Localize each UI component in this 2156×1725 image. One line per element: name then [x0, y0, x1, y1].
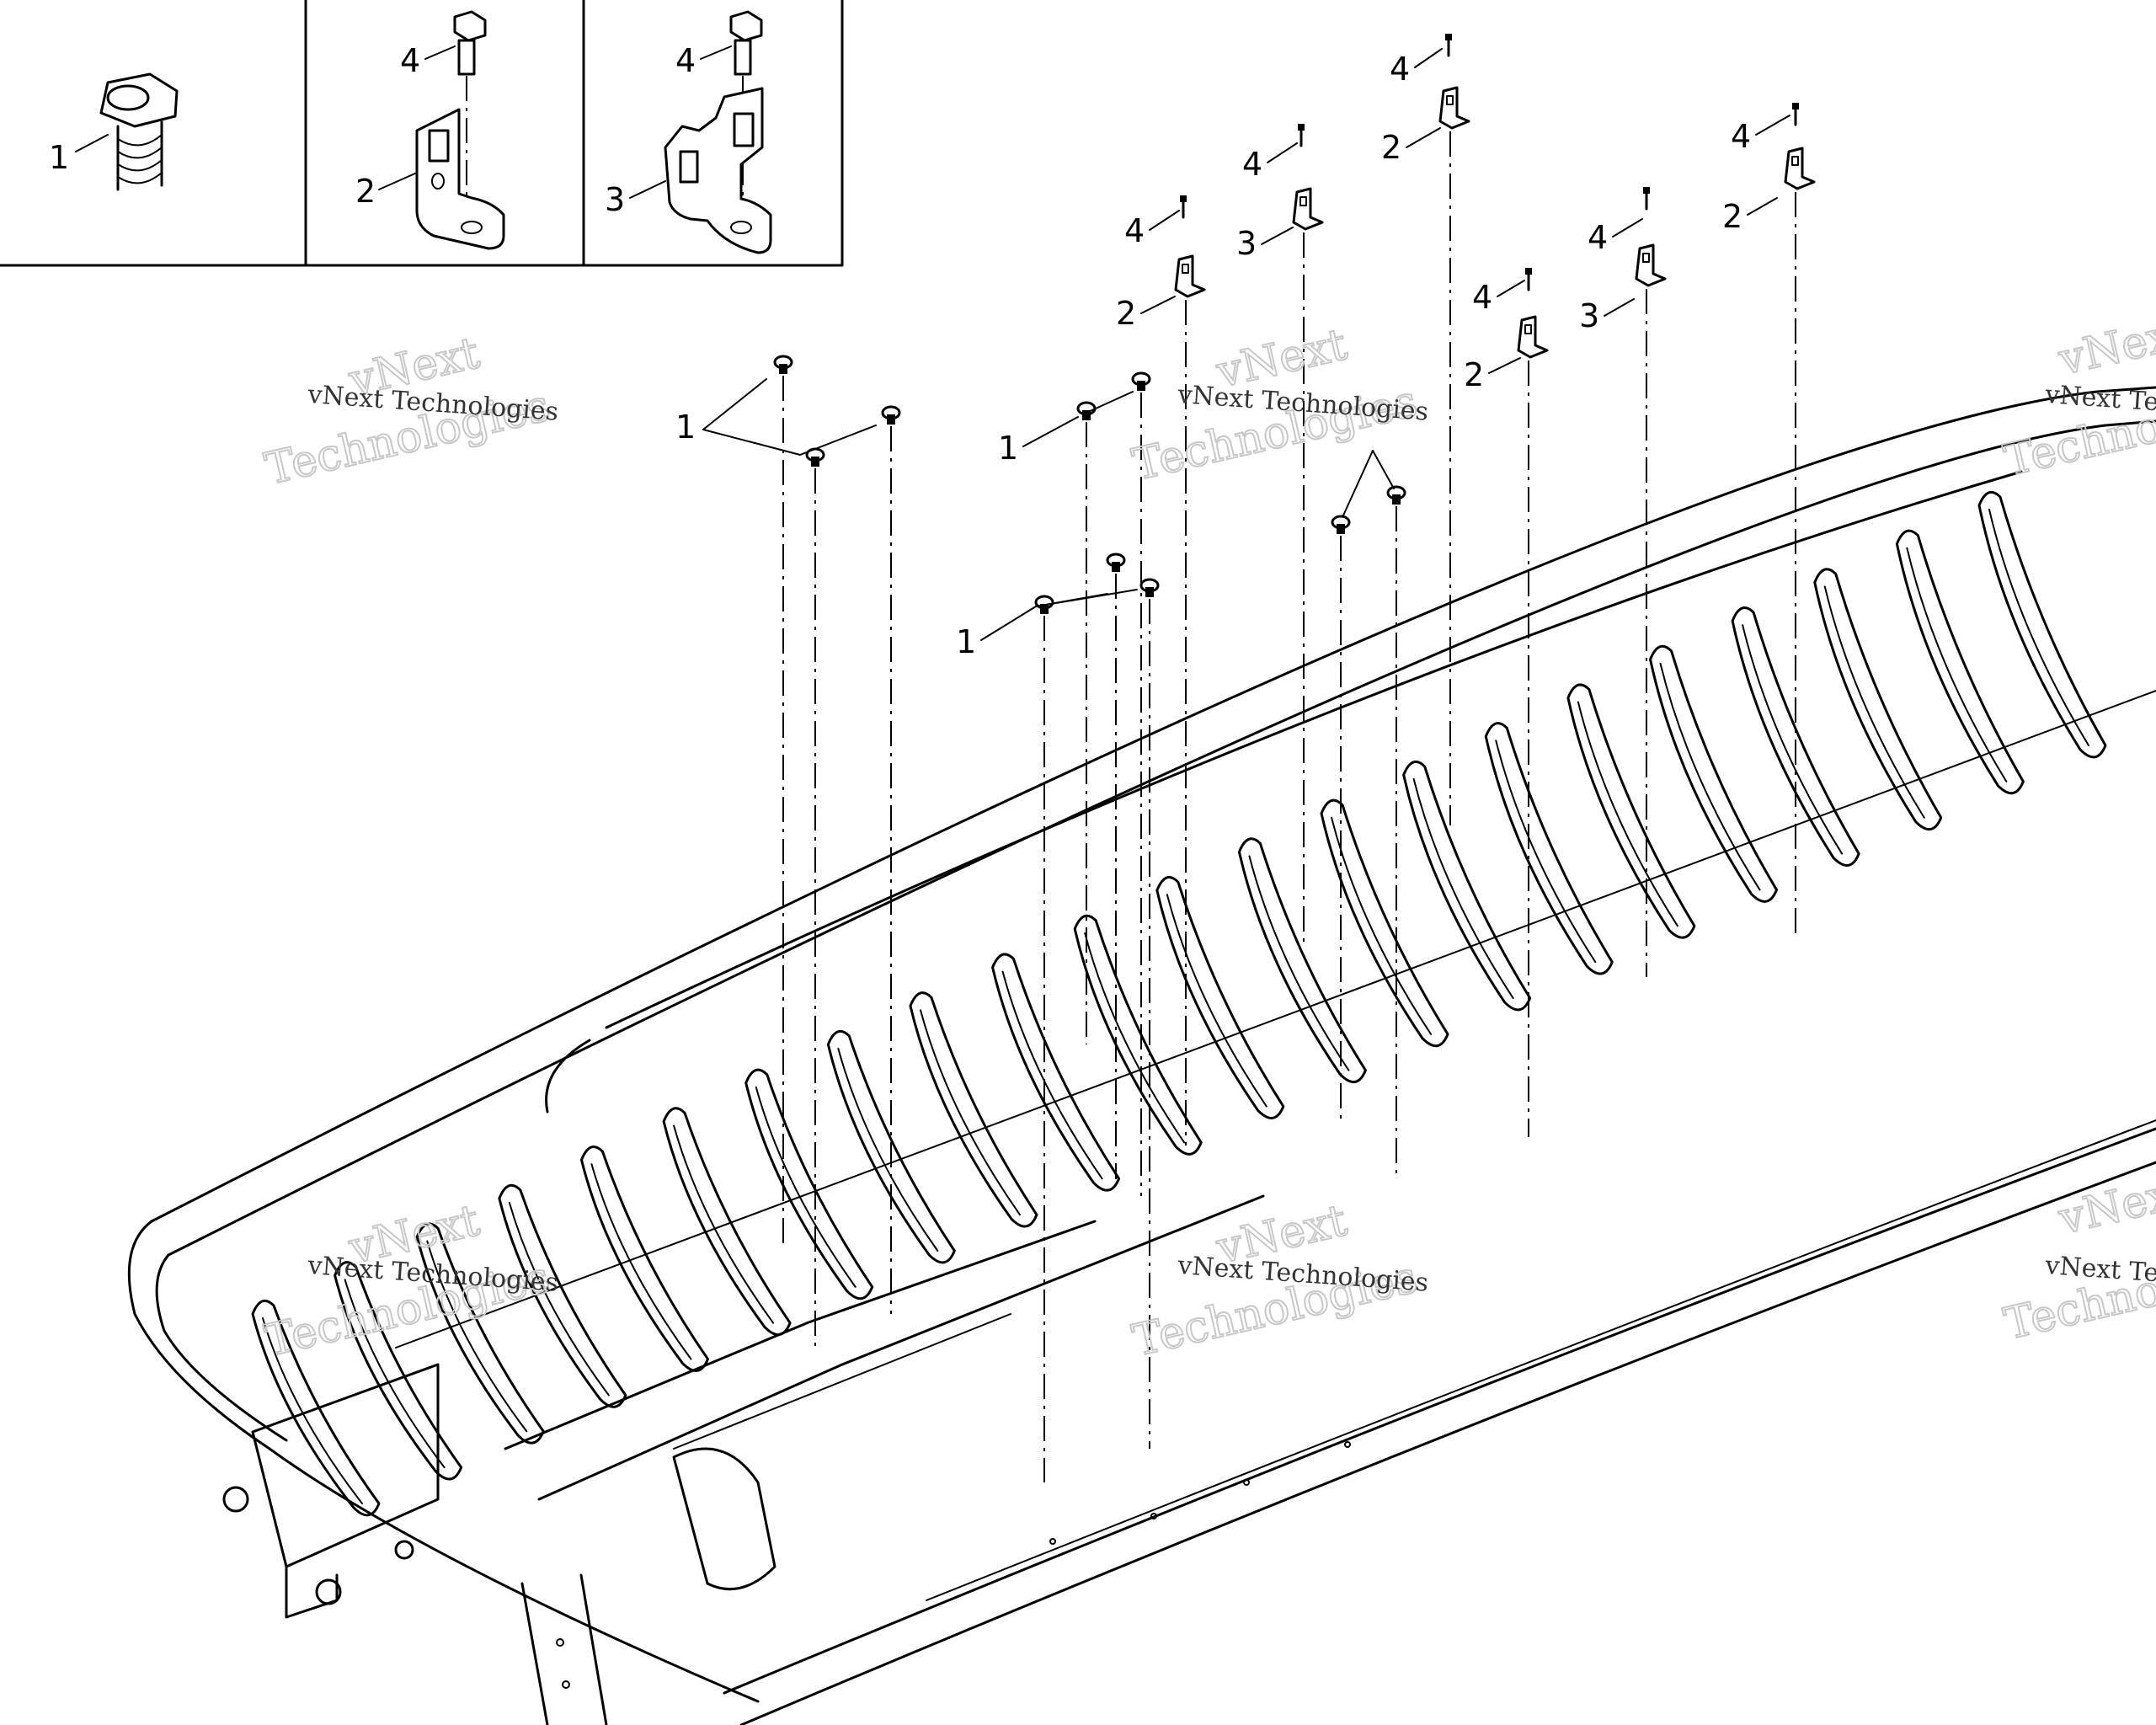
deck-rib — [909, 991, 1038, 1228]
bracket-icon — [1784, 147, 1816, 190]
legend-callout-4b: 4 — [675, 42, 696, 79]
deck-rib — [1484, 722, 1614, 975]
deck-rib — [826, 1029, 956, 1264]
bolt-icon — [1445, 34, 1452, 57]
watermark-6: vNext Technologies vNext Technologies — [1999, 1165, 2156, 1351]
bolt-icon — [1643, 187, 1650, 211]
legend-bracket-3-icon: 4 3 — [605, 10, 772, 254]
svg-text:3: 3 — [1236, 225, 1257, 262]
callout-group-1d — [1342, 450, 1395, 516]
deck-rib — [334, 1261, 463, 1481]
watermark-2: vNext Technologies vNext Technologies — [1127, 318, 1429, 492]
callout-2a: 2 — [1116, 295, 1176, 332]
deck-rib — [1402, 760, 1532, 1012]
legend-plug-icon: 1 — [49, 72, 179, 191]
svg-text:4: 4 — [1588, 219, 1608, 256]
bracket-icon — [1635, 243, 1667, 287]
watermark-4: vNext Technologies vNext Technologies — [1127, 1194, 1429, 1368]
plug-icon — [1076, 401, 1097, 420]
callout-4e: 4 — [1588, 218, 1643, 256]
deck-rib — [579, 1146, 709, 1372]
deck-rib — [1895, 529, 2025, 795]
deck-rib — [1566, 683, 1696, 939]
svg-text:3: 3 — [1579, 297, 1599, 334]
bolt-icon — [1792, 103, 1799, 126]
deck-rib — [498, 1183, 627, 1408]
plug-icon — [1331, 515, 1351, 534]
callout-group-1c: 1 — [956, 589, 1138, 660]
svg-text:4: 4 — [1472, 279, 1492, 316]
callout-1c: 1 — [956, 623, 976, 660]
deck-rib — [1155, 876, 1285, 1119]
deck-hull-assembly — [127, 386, 2156, 1725]
plug-icon — [881, 405, 901, 425]
plug-icon — [1386, 485, 1406, 505]
deck-rib — [744, 1068, 874, 1300]
callout-4a: 4 — [1124, 210, 1180, 249]
legend-callout-3: 3 — [605, 181, 625, 218]
plug-icon — [773, 355, 793, 374]
svg-text:vNext: vNext — [2053, 1166, 2156, 1245]
deck-rib — [415, 1222, 545, 1445]
svg-text:2: 2 — [1464, 356, 1484, 393]
deck-rib — [251, 1299, 381, 1517]
legend-table: 1 4 2 4 3 — [0, 0, 844, 267]
svg-text:2: 2 — [1381, 129, 1401, 166]
deck-rib — [1320, 798, 1449, 1048]
callout-4f: 4 — [1731, 115, 1790, 155]
deck-rib — [1977, 490, 2107, 759]
legend-callout-2: 2 — [355, 173, 376, 210]
deck-rib — [991, 953, 1121, 1192]
callout-3b: 3 — [1579, 297, 1635, 334]
callout-4b: 4 — [1242, 142, 1298, 183]
callout-2d: 2 — [1722, 197, 1778, 235]
bracket-icon — [1292, 187, 1324, 231]
deck-rib — [662, 1107, 792, 1336]
deck-rib — [1813, 568, 1943, 830]
legend-callout-1: 1 — [49, 139, 69, 176]
callout-4d: 4 — [1472, 279, 1525, 316]
deck-ribs — [251, 490, 2107, 1517]
deck-rib — [1237, 837, 1367, 1083]
deck-rib — [1073, 914, 1203, 1156]
callout-group-1a: 1 — [675, 378, 877, 456]
svg-text:4: 4 — [1731, 118, 1751, 155]
watermark-1: vNext Technologies vNext Technologies — [259, 327, 559, 496]
deck-rib — [1649, 644, 1779, 903]
svg-text:vNext: vNext — [2053, 307, 2156, 386]
callout-1a: 1 — [675, 409, 696, 446]
callout-2b: 2 — [1381, 127, 1441, 166]
callout-group-1b: 1 — [998, 391, 1134, 467]
svg-text:2: 2 — [1116, 295, 1136, 332]
svg-text:4: 4 — [1242, 146, 1262, 183]
watermark-5: vNext Technologies vNext Technologies — [1999, 306, 2156, 488]
svg-text:2: 2 — [1722, 198, 1742, 235]
bracket-icon — [1438, 86, 1470, 130]
bolt-icon — [1298, 124, 1305, 147]
plug-icon — [805, 447, 825, 467]
legend-callout-4a: 4 — [400, 42, 420, 79]
deck-rib — [1731, 606, 1860, 867]
legend-bracket-2-icon: 4 2 — [355, 10, 505, 250]
bolt-icon — [1180, 195, 1187, 219]
bracket-icon — [1517, 315, 1549, 359]
plug-icon — [1131, 371, 1151, 391]
bolt-icon — [1525, 268, 1532, 291]
plug-icon — [1139, 578, 1160, 597]
svg-text:4: 4 — [1124, 212, 1145, 249]
exploded-fasteners — [773, 34, 1816, 1482]
bracket-icon — [1174, 254, 1206, 298]
svg-text:4: 4 — [1390, 51, 1410, 88]
callout-3a: 3 — [1236, 225, 1294, 262]
callout-1b: 1 — [998, 430, 1018, 467]
callout-2c: 2 — [1464, 356, 1521, 393]
plug-icon — [1106, 553, 1126, 572]
callout-4c: 4 — [1390, 48, 1443, 88]
